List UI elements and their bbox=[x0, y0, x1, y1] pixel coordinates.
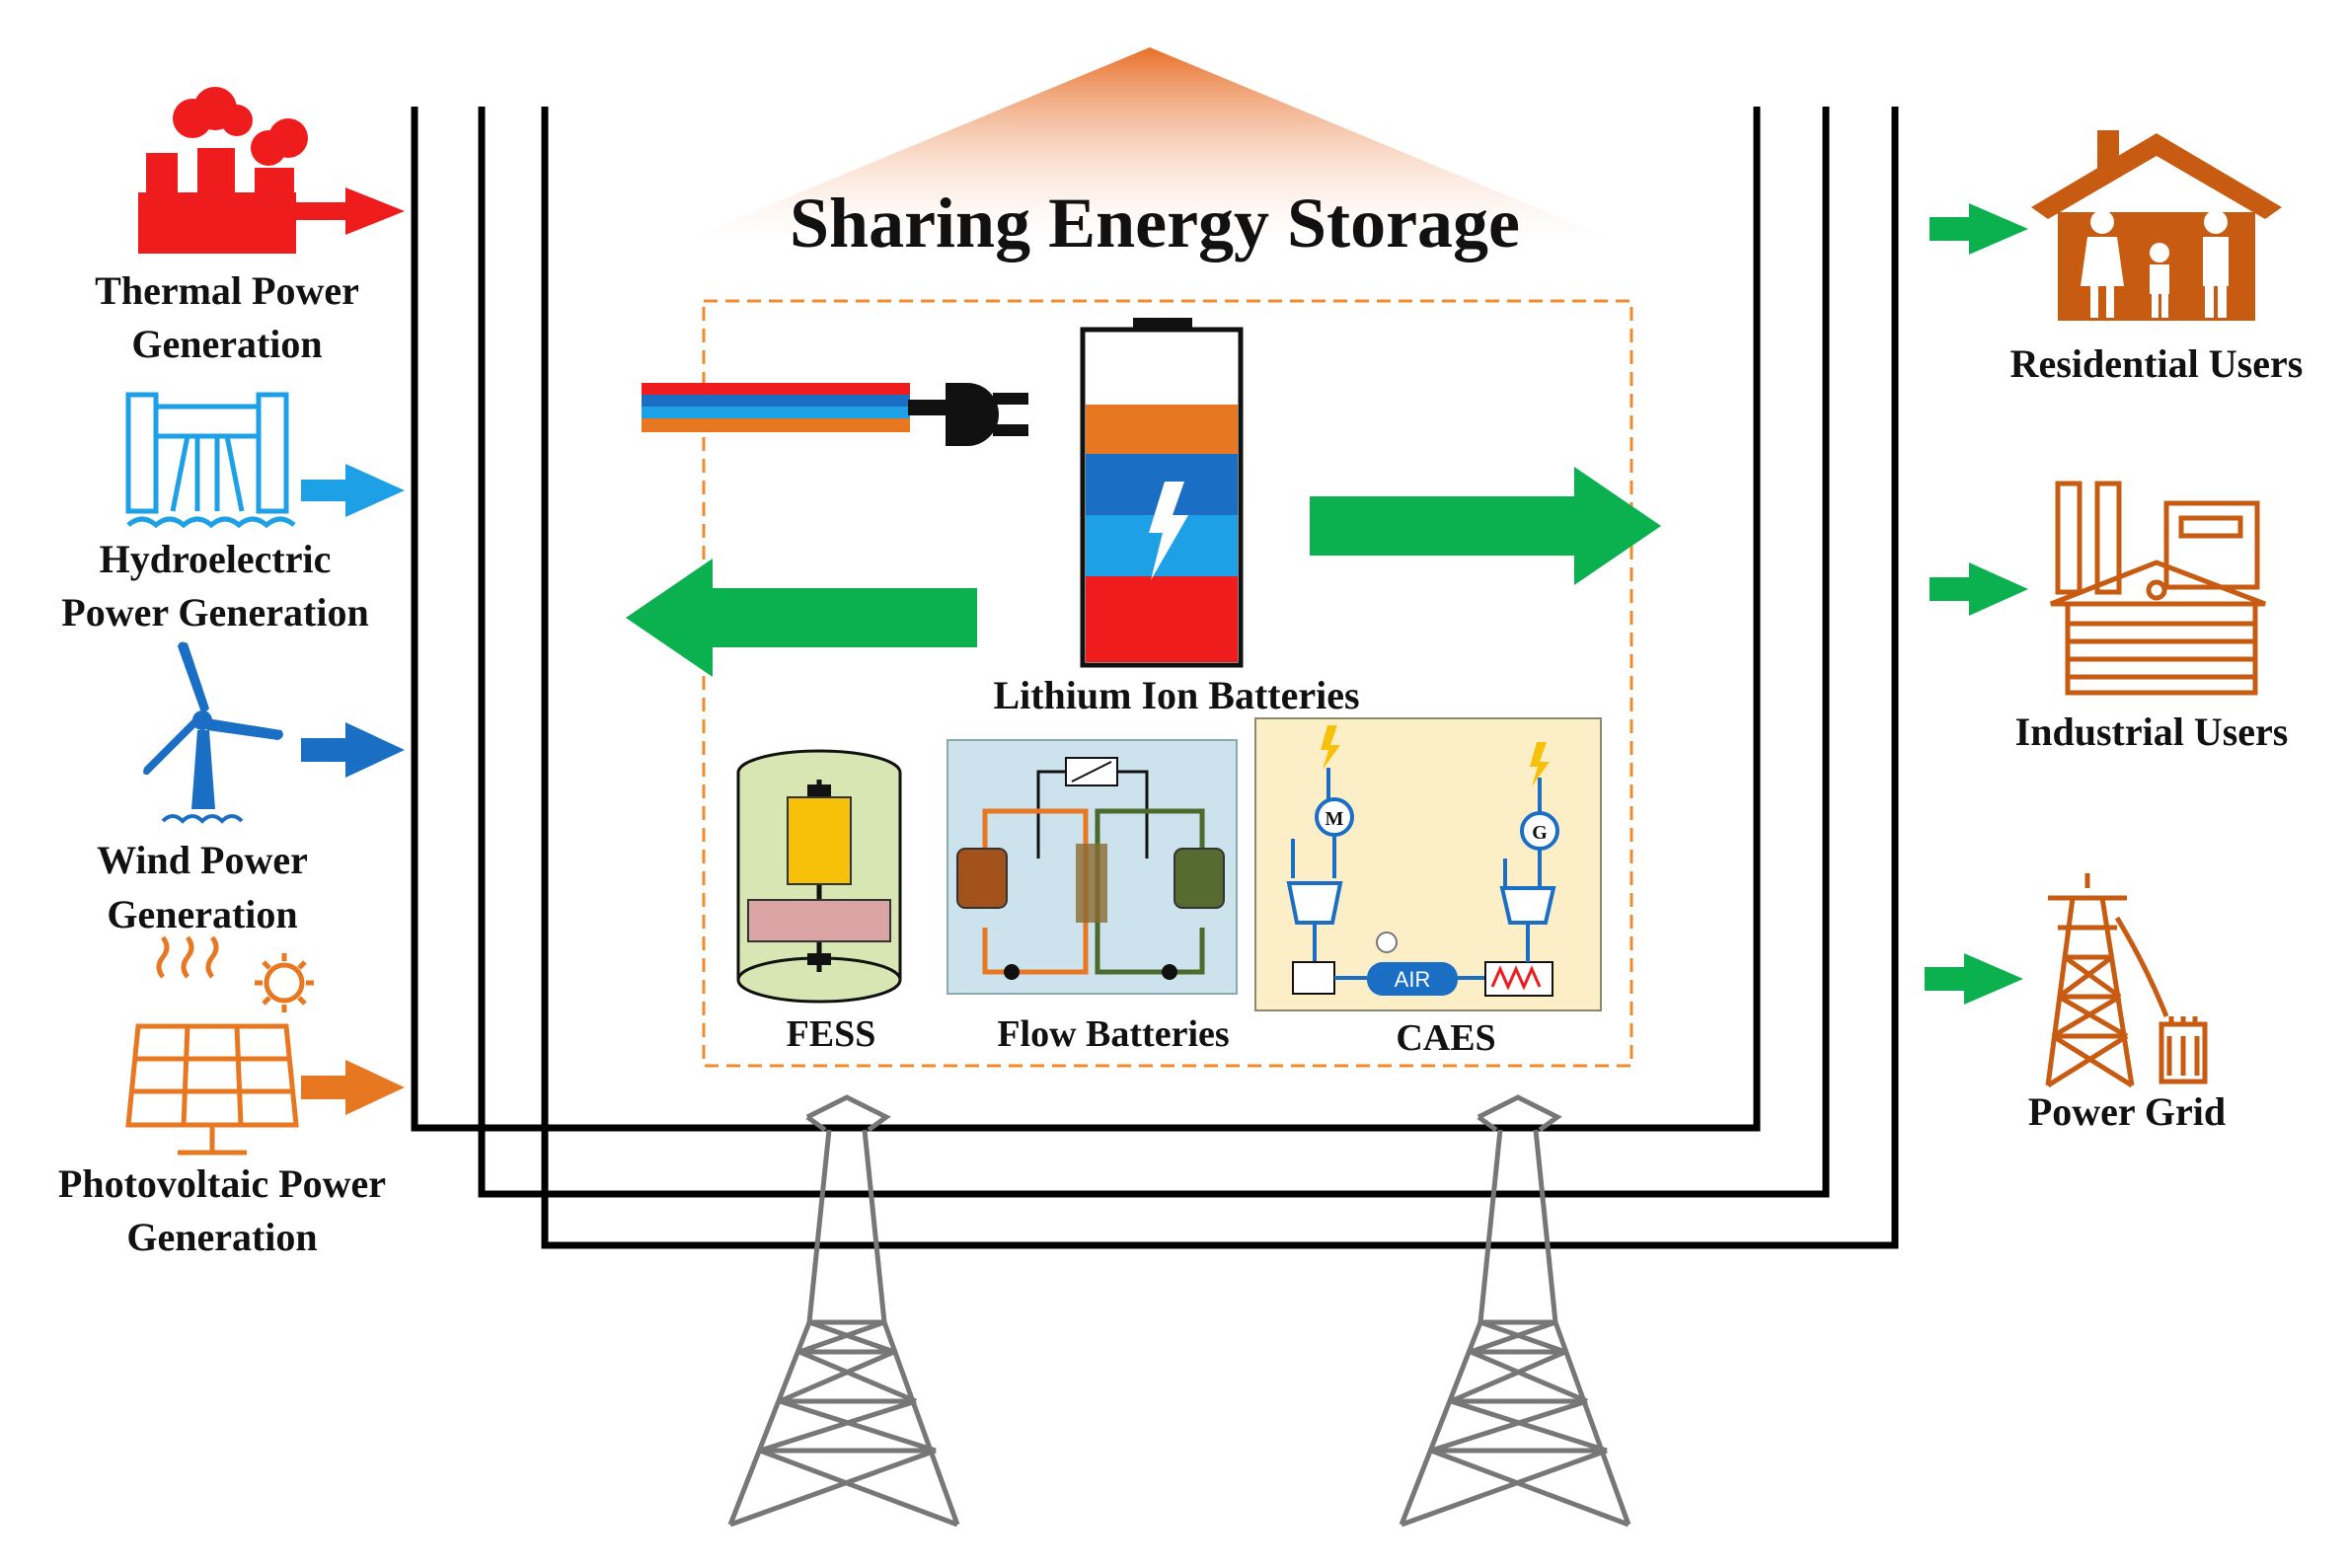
flow-battery-icon bbox=[947, 739, 1238, 995]
industrial-arrow bbox=[1930, 562, 2028, 616]
pv-arrow bbox=[301, 1060, 405, 1115]
caes-label: CAES bbox=[1396, 1017, 1495, 1059]
svg-text:G: G bbox=[1532, 822, 1548, 844]
source-pv-label: Generation bbox=[126, 1215, 317, 1259]
bus-lines bbox=[411, 107, 1899, 1249]
grid-arrow bbox=[1925, 953, 2023, 1005]
fess-label: FESS bbox=[787, 1013, 876, 1055]
user-residential-label: Residential Users bbox=[2010, 341, 2304, 386]
lithium-battery-icon bbox=[1080, 318, 1244, 668]
discharge-arrow[interactable] bbox=[1310, 467, 1661, 585]
page-title: Sharing Energy Storage bbox=[790, 184, 1520, 262]
source-thermal-label: Generation bbox=[131, 322, 322, 366]
transmission-tower-icon bbox=[2045, 873, 2208, 1088]
house-family-icon bbox=[2031, 130, 2282, 321]
user-grid-label: Power Grid bbox=[2028, 1089, 2226, 1134]
thermal-plant-icon bbox=[138, 87, 405, 254]
source-hydro-label: Hydroelectric bbox=[100, 537, 332, 581]
charge-arrow[interactable] bbox=[626, 559, 977, 677]
lithium-battery-label: Lithium Ion Batteries bbox=[993, 673, 1359, 717]
factory-icon bbox=[2050, 481, 2266, 696]
fess-icon bbox=[736, 749, 902, 1004]
caes-air-label: AIR bbox=[1395, 967, 1431, 992]
source-wind-label: Generation bbox=[107, 892, 297, 936]
source-hydro-label: Power Generation bbox=[61, 590, 368, 635]
transmission-tower-icon bbox=[727, 1094, 960, 1528]
wind-arrow bbox=[301, 722, 405, 778]
user-industrial-label: Industrial Users bbox=[2015, 709, 2289, 754]
source-wind-label: Wind Power bbox=[97, 838, 308, 882]
source-thermal-label: Thermal Power bbox=[95, 268, 359, 313]
transmission-tower-icon bbox=[1399, 1094, 1631, 1528]
svg-text:M: M bbox=[1325, 808, 1344, 830]
hydro-dam-icon bbox=[125, 392, 296, 529]
hydro-arrow bbox=[301, 464, 405, 517]
wind-turbine-icon bbox=[143, 641, 283, 824]
plug-icon bbox=[642, 383, 1028, 446]
storage-box bbox=[702, 299, 1633, 1068]
caes-icon: M AIR G bbox=[1254, 717, 1602, 1011]
roof-gradient bbox=[681, 47, 1619, 242]
solar-panel-icon bbox=[125, 935, 314, 1156]
source-pv-label: Photovoltaic Power bbox=[58, 1161, 386, 1206]
flow-battery-label: Flow Batteries bbox=[997, 1013, 1229, 1055]
residential-arrow bbox=[1930, 203, 2028, 255]
